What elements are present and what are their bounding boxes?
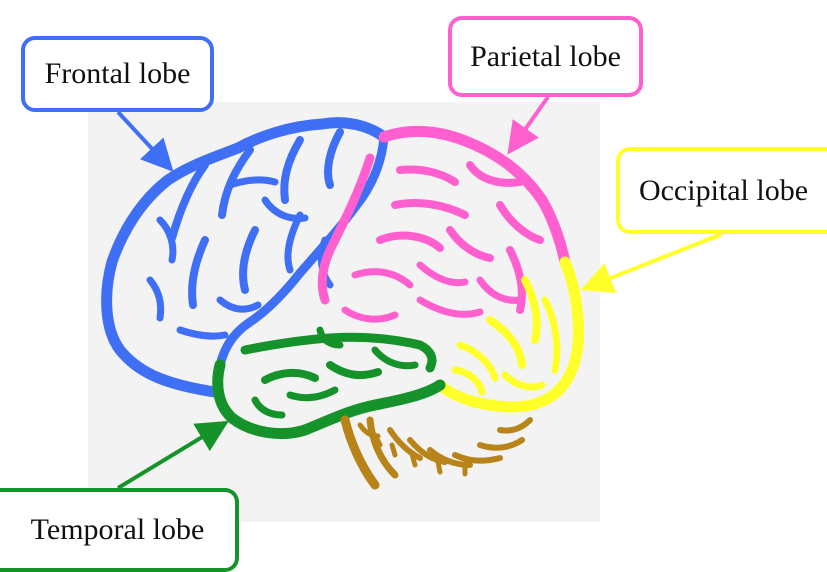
temporal-lobe-label-text: Temporal lobe — [31, 513, 205, 547]
frontal-lobe-label: Frontal lobe — [21, 36, 214, 112]
parietal-lobe-label-text: Parietal lobe — [470, 40, 621, 74]
occipital-arrow — [588, 234, 722, 287]
occipital-lobe-label-text: Occipital lobe — [639, 174, 808, 208]
frontal-lobe-label-text: Frontal lobe — [45, 57, 191, 91]
parietal-lobe-label: Parietal lobe — [448, 16, 643, 97]
occipital-lobe-label: Occipital lobe — [616, 147, 827, 234]
temporal-lobe-label: Temporal lobe — [0, 488, 239, 572]
